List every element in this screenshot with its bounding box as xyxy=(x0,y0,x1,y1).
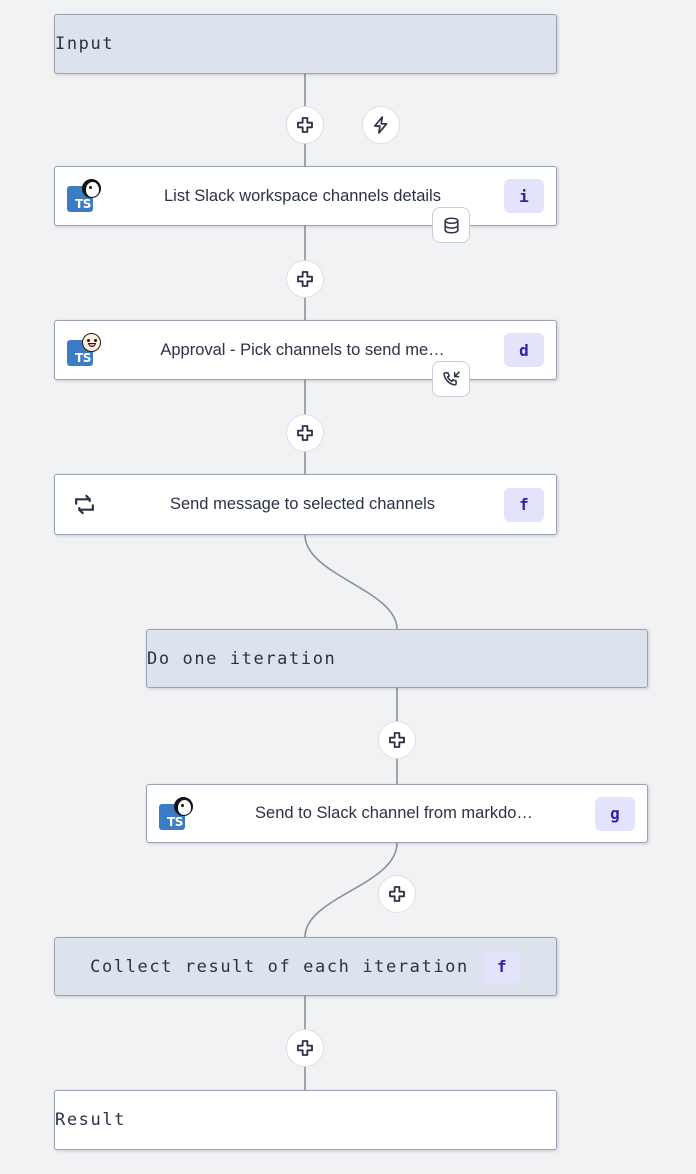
node-send-to-slack-markdown-letter-badge: g xyxy=(595,796,635,831)
ts-label: TS xyxy=(74,197,91,211)
node-list-slack-channels[interactable]: TS List Slack workspace channels details… xyxy=(54,166,557,243)
node-result-label: Result xyxy=(55,1110,127,1130)
plus-icon xyxy=(297,117,313,133)
plus-icon xyxy=(389,732,405,748)
ts-label: TS xyxy=(166,814,183,829)
phone-incoming-icon[interactable] xyxy=(432,361,470,397)
node-do-one-iteration-label: Do one iteration xyxy=(147,648,337,669)
node-list-slack-channels-letter-badge: i xyxy=(504,179,544,213)
node-approval-pick-channels[interactable]: TS Approval - Pick channels to send me… … xyxy=(54,320,557,397)
plus-icon xyxy=(297,425,313,441)
ts-label: TS xyxy=(74,351,91,365)
node-send-message-selected-channels-letter-badge: f xyxy=(504,487,544,522)
add-step-button-after-list-slack-channels[interactable] xyxy=(286,260,324,298)
trigger-button-after-input[interactable] xyxy=(362,106,400,144)
node-result[interactable]: Result xyxy=(54,1090,557,1150)
add-step-button-after-input[interactable] xyxy=(286,106,324,144)
add-step-button-after-slack-markdown[interactable] xyxy=(378,875,416,913)
deno-icon xyxy=(174,796,193,816)
plus-icon xyxy=(297,1040,313,1056)
node-send-message-selected-channels-label: Send message to selected channels xyxy=(169,495,436,513)
node-list-slack-channels-label: List Slack workspace channels details xyxy=(164,186,441,205)
add-step-button-after-collect-result[interactable] xyxy=(286,1029,324,1067)
plus-icon xyxy=(389,886,405,902)
typescript-icon: TS xyxy=(67,333,101,367)
bun-icon xyxy=(82,333,101,352)
repeat-icon xyxy=(67,488,101,522)
node-do-one-iteration[interactable]: Do one iteration xyxy=(146,629,648,688)
node-approval-pick-channels-label: Approval - Pick channels to send me… xyxy=(160,340,445,359)
node-collect-result-label: Collect result of each iteration xyxy=(90,956,469,977)
node-input[interactable]: Input xyxy=(54,14,557,74)
node-send-to-slack-markdown[interactable]: TS Send to Slack channel from markdo… g xyxy=(146,784,648,843)
node-approval-pick-channels-letter-badge: d xyxy=(504,333,544,367)
node-send-message-selected-channels[interactable]: Send message to selected channels f xyxy=(54,474,557,535)
edge-sendmessage-to-iteration xyxy=(304,534,398,630)
typescript-icon: TS xyxy=(159,796,193,831)
node-send-to-slack-markdown-label: Send to Slack channel from markdo… xyxy=(255,804,533,822)
add-step-button-after-approval[interactable] xyxy=(286,414,324,452)
node-input-label: Input xyxy=(55,34,115,54)
database-icon[interactable] xyxy=(432,207,470,243)
typescript-icon: TS xyxy=(67,179,101,213)
add-step-button-inside-iteration[interactable] xyxy=(378,721,416,759)
zap-icon xyxy=(373,116,388,134)
plus-icon xyxy=(297,271,313,287)
ts-square-icon: TS xyxy=(159,803,185,830)
node-collect-result-letter-badge: f xyxy=(482,950,521,983)
deno-icon xyxy=(82,179,101,198)
node-collect-result[interactable]: Collect result of each iteration f xyxy=(54,937,557,996)
